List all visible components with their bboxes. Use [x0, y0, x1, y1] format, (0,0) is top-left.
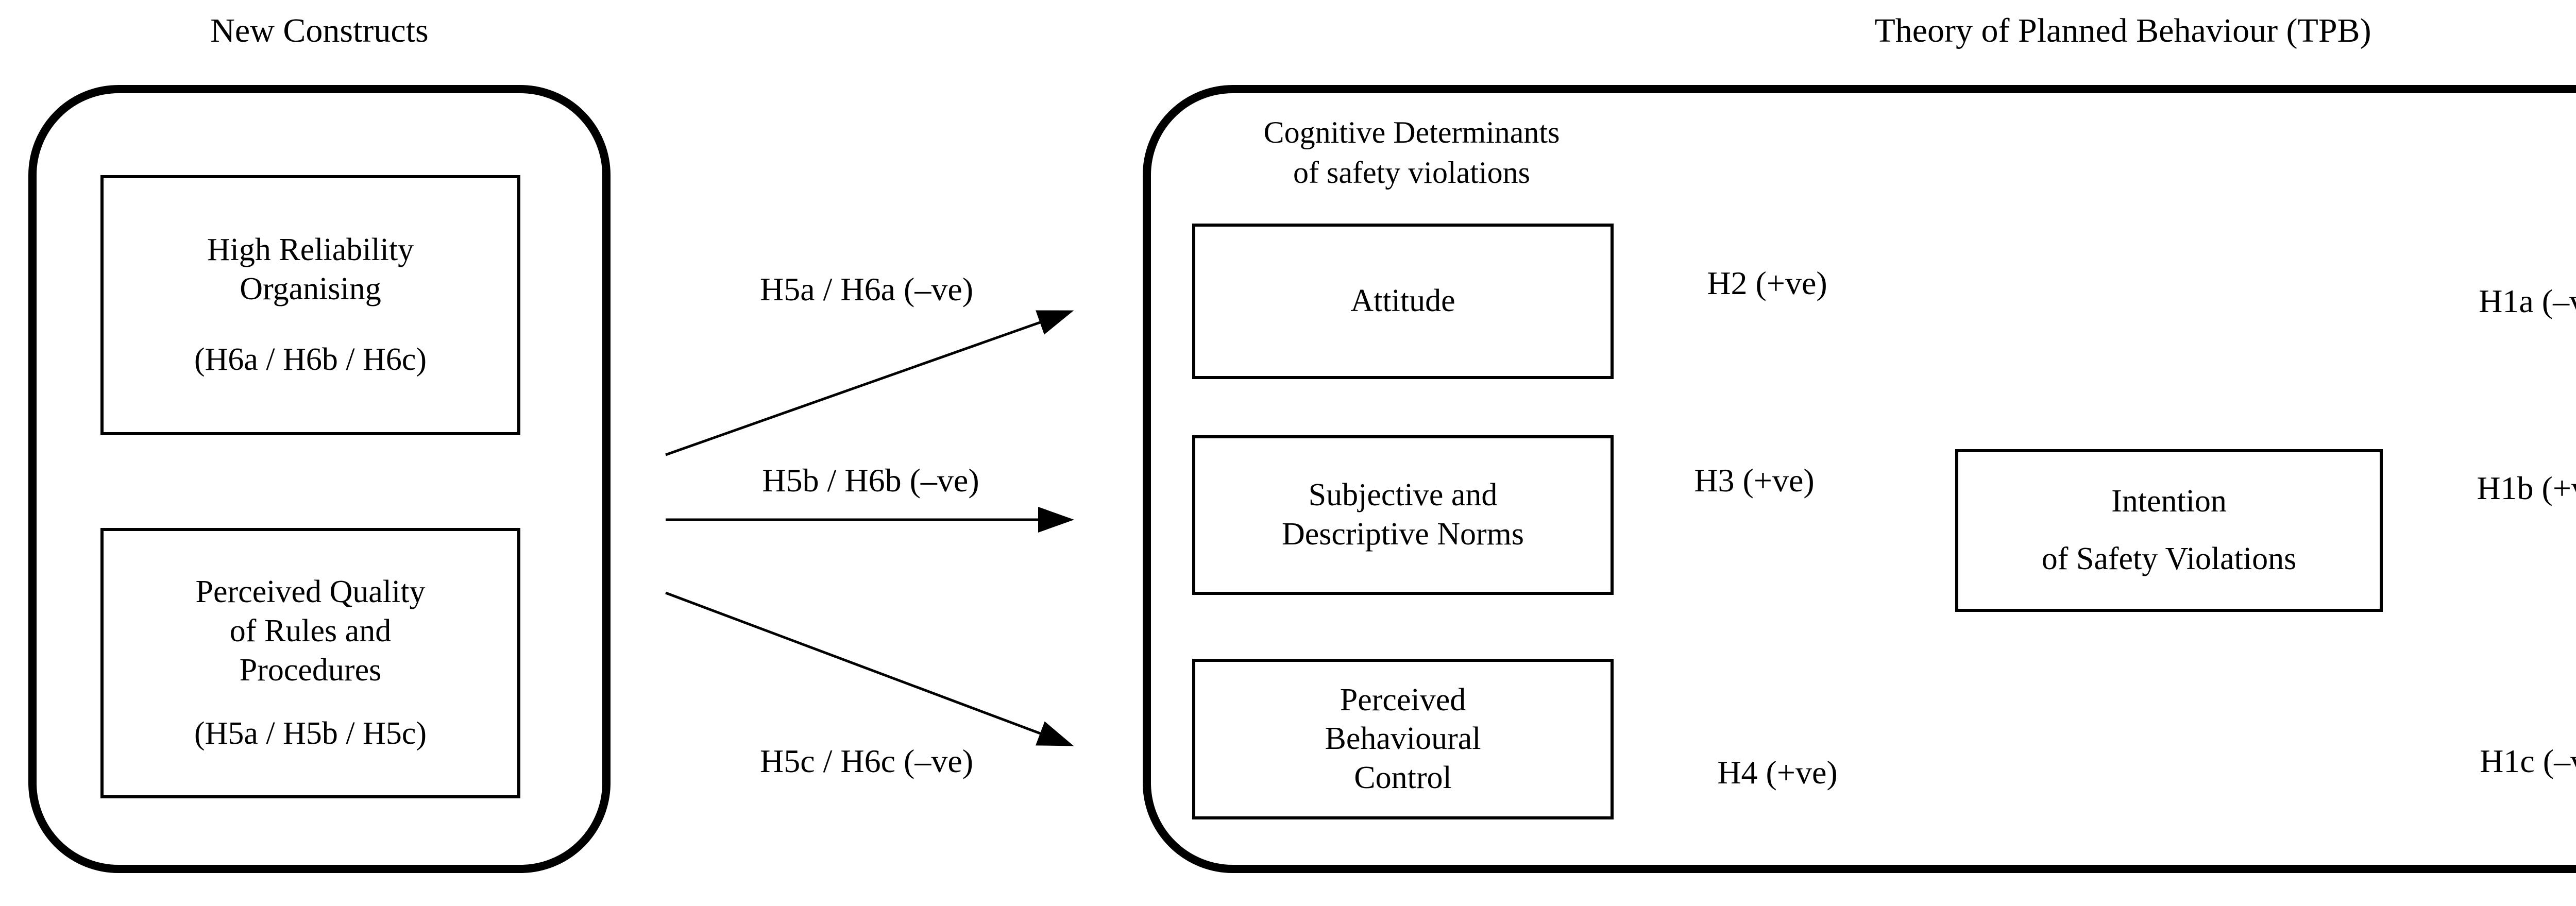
cognitive-determinants-line-1: Cognitive Determinants	[1263, 115, 1560, 149]
label-h1c: H1c (–ve)	[2480, 743, 2576, 779]
pq-hypotheses: (H5a / H5b / H5c)	[194, 716, 427, 751]
label-h5b: H5b / H6b (–ve)	[762, 462, 979, 499]
pbc-line-1: Perceived	[1340, 682, 1466, 717]
perceived-behavioural-control-box: Perceived Behavioural Control	[1192, 659, 1614, 819]
hro-line-2: Organising	[240, 271, 381, 306]
subjective-line-1: Subjective and	[1308, 477, 1498, 513]
subjective-line-2: Descriptive Norms	[1281, 517, 1524, 552]
new-constructs-title: New Constructs	[210, 12, 429, 49]
label-h3: H3 (+ve)	[1694, 462, 1815, 499]
tpb-title: Theory of Planned Behaviour (TPB)	[1874, 12, 2371, 49]
label-h5a: H5a / H6a (–ve)	[759, 271, 974, 307]
perceived-quality-box: Perceived Quality of Rules and Procedure…	[100, 528, 520, 798]
intention-box: Intention of Safety Violations	[1955, 449, 2383, 612]
label-h4: H4 (+ve)	[1717, 754, 1838, 791]
cognitive-determinants-label: Cognitive Determinants of safety violati…	[1180, 112, 1643, 193]
hro-hypotheses: (H6a / H6b / H6c)	[194, 342, 427, 378]
label-h5c: H5c / H6c (–ve)	[759, 743, 974, 779]
intention-line-1: Intention	[2111, 484, 2227, 519]
pq-line-3: Procedures	[239, 652, 382, 688]
hro-line-1: High Reliability	[207, 232, 414, 268]
pbc-line-3: Control	[1354, 760, 1452, 795]
subjective-descriptive-norms-box: Subjective and Descriptive Norms	[1192, 435, 1614, 595]
attitude-label: Attitude	[1350, 283, 1455, 319]
attitude-box: Attitude	[1192, 224, 1614, 379]
label-h1b: H1b (+ve)	[2477, 470, 2576, 506]
intention-line-2: of Safety Violations	[2041, 541, 2297, 576]
arrow-h5a	[665, 310, 1074, 456]
pbc-line-2: Behavioural	[1325, 721, 1481, 757]
pq-line-1: Perceived Quality	[195, 574, 426, 610]
label-h2: H2 (+ve)	[1707, 265, 1827, 301]
arrow-h5c	[665, 591, 1074, 746]
cognitive-determinants-line-2: of safety violations	[1293, 156, 1530, 190]
pq-line-2: of Rules and	[229, 613, 392, 648]
label-h1a: H1a (–ve)	[2479, 283, 2576, 319]
high-reliability-organising-box: High Reliability Organising (H6a / H6b /…	[100, 175, 520, 435]
